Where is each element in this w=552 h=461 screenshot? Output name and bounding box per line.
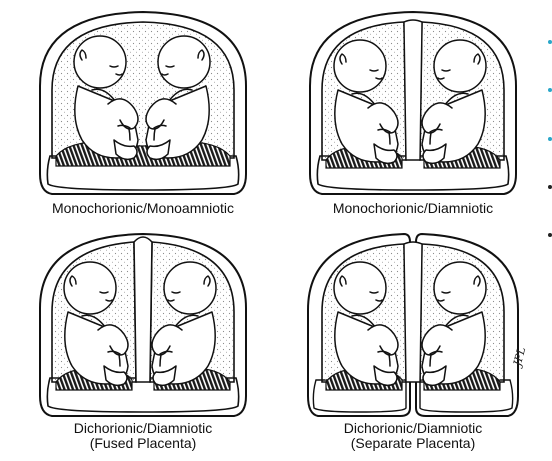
caption-di-di-fused: Dichorionic/Diamniotic (Fused Placenta): [20, 421, 266, 451]
caption-line-2: (Fused Placenta): [89, 435, 197, 451]
bullet-5: [548, 233, 552, 237]
caption-mono-mono: Monochorionic/Monoamniotic: [20, 201, 266, 216]
caption-mono-di: Monochorionic/Diamniotic: [290, 201, 536, 216]
mono-di-illustration: [309, 11, 517, 195]
bullet-3: [548, 137, 552, 141]
caption-di-di-separate: Dichorionic/Diamniotic (Separate Placent…: [290, 421, 536, 451]
diagram-mono-di: [300, 6, 526, 202]
diagram-di-di-fused: [30, 228, 256, 424]
caption-line-2: (Separate Placenta): [350, 435, 476, 451]
caption-line: Monochorionic/Monoamniotic: [51, 200, 235, 216]
diagram-di-di-separate: [300, 228, 526, 424]
di-di-separate-illustration: [307, 233, 519, 417]
bullet-1: [548, 40, 552, 44]
bullet-2: [548, 88, 552, 92]
caption-line-1: Dichorionic/Diamniotic: [343, 420, 483, 436]
caption-line-1: Dichorionic/Diamniotic: [73, 420, 213, 436]
di-di-fused-illustration: [39, 233, 247, 417]
diagram-mono-mono: [30, 6, 256, 202]
caption-line: Monochorionic/Diamniotic: [332, 200, 494, 216]
bullet-4: [548, 185, 552, 189]
mono-mono-illustration: [39, 11, 247, 195]
